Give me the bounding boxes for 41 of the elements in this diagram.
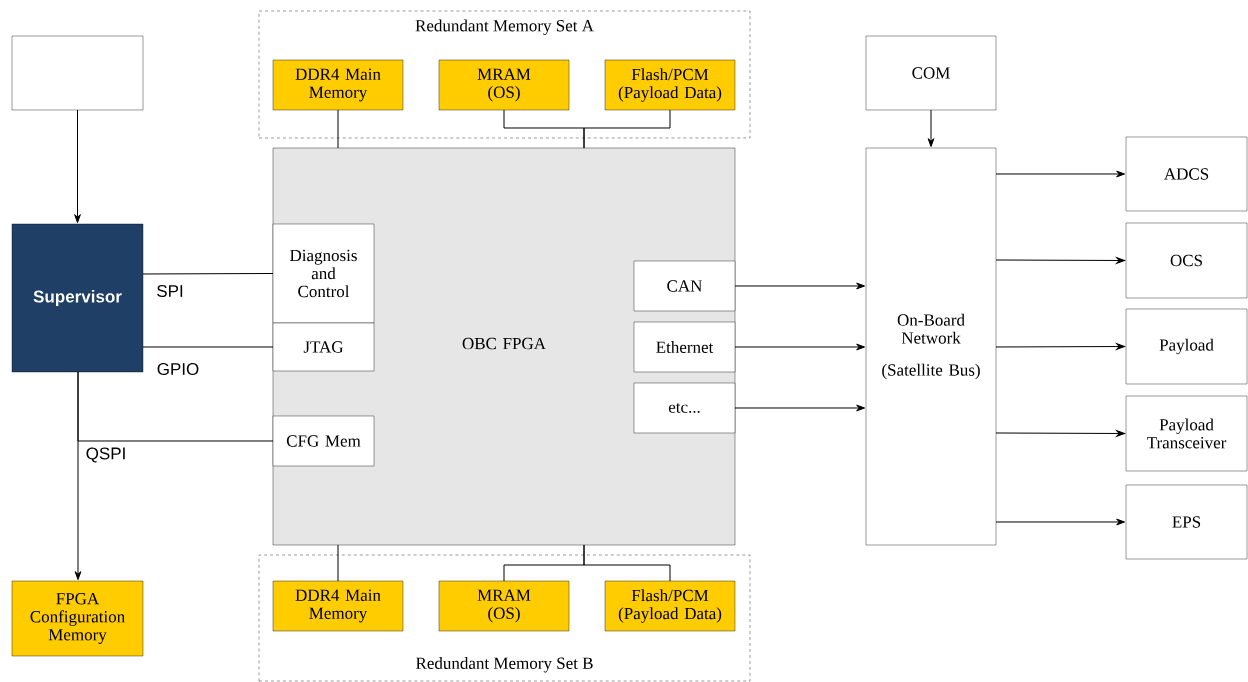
connector-line: [337, 109, 339, 149]
subsystem-box: OCS: [1125, 222, 1248, 299]
memory-box: MRAM (OS): [438, 59, 570, 111]
subsystem-box: Payload: [1125, 308, 1248, 385]
arrow: [734, 343, 866, 351]
connector-line: [142, 346, 274, 348]
arrow: [927, 109, 935, 148]
arrow: [734, 282, 866, 290]
memory-box: Flash/PCM (Payload Data): [604, 580, 736, 632]
bus-box: On-Board Network (Satellite Bus): [865, 147, 997, 546]
connector-line: [583, 109, 671, 149]
edge-label: SPI: [157, 284, 183, 297]
memory-box: FPGA Configuration Memory: [11, 580, 144, 657]
arrow: [995, 518, 1126, 526]
connector-line: [583, 544, 671, 582]
subsystem-box: Payload Transceiver: [1125, 395, 1248, 472]
connector-line: [337, 544, 339, 582]
memory-box: DDR4 Main Memory: [272, 580, 404, 632]
connector-line: [142, 273, 274, 275]
arrow: [995, 430, 1126, 437]
process-box: COM: [865, 35, 997, 111]
subsystem-box: EPS: [1125, 484, 1248, 560]
interface-box: JTAG: [272, 322, 375, 372]
interface-box: CAN: [633, 260, 736, 312]
supervisor-box: Supervisor: [11, 223, 144, 373]
memory-box: MRAM (OS): [438, 580, 570, 632]
memory-box: Flash/PCM (Payload Data): [604, 59, 736, 111]
interface-box: CFG Mem: [272, 415, 375, 467]
arrow: [734, 404, 866, 412]
arrow: [995, 257, 1126, 264]
interface-box: etc...: [633, 382, 736, 434]
arrow: [74, 371, 82, 581]
arrow: [995, 343, 1126, 350]
subsystem-box: ADCS: [1125, 136, 1248, 212]
arrow: [995, 170, 1126, 178]
edge-label: GPIO: [157, 362, 199, 375]
arrow: [74, 109, 81, 224]
interface-box: Ethernet: [633, 321, 736, 373]
empty-box: [11, 35, 144, 111]
memory-box: DDR4 Main Memory: [272, 59, 404, 111]
edge-label: QSPI: [86, 447, 125, 463]
